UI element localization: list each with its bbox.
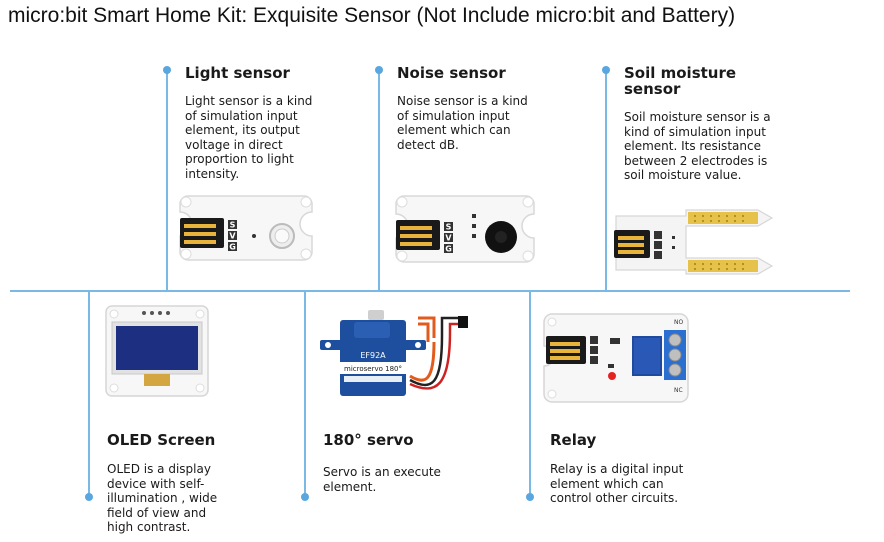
timeline-dot-soil: [602, 66, 610, 74]
svg-text:V: V: [229, 232, 236, 241]
noise-sensor-description: Noise sensor is a kind of simulation inp…: [397, 94, 528, 152]
soil-sensor-description: Soil moisture sensor is a kind of simula…: [624, 110, 771, 182]
timeline-dot-servo: [301, 493, 309, 501]
relay-description: Relay is a digital input element which c…: [550, 462, 684, 505]
light-sensor-description: Light sensor is a kind of simulation inp…: [185, 94, 313, 181]
timeline-dot-oled: [85, 493, 93, 501]
servo-name-label: microservo 180°: [344, 365, 402, 373]
servo-motor-icon: EF92A microservo 180°: [320, 310, 468, 396]
relay-no-label: NO: [674, 319, 683, 326]
svg-text:V: V: [445, 234, 452, 243]
relay-title: Relay: [550, 431, 597, 449]
oled-title: OLED Screen: [107, 431, 216, 449]
timeline-connector-soil: [605, 70, 607, 291]
light-sensor-title: Light sensor: [185, 64, 290, 82]
timeline-connector-noise: [378, 70, 380, 291]
timeline-horizontal-line: [10, 290, 850, 292]
timeline-dot-relay: [526, 493, 534, 501]
oled-description: OLED is a display device with self-illum…: [107, 462, 218, 534]
light-sensor-board-icon: S V G: [179, 195, 313, 261]
servo-model-label: EF92A: [360, 351, 386, 360]
timeline-dot-noise: [375, 66, 383, 74]
oled-screen-module-icon: [105, 305, 209, 397]
svg-text:S: S: [446, 223, 452, 232]
timeline-connector-oled: [88, 291, 90, 497]
timeline-dot-light: [163, 66, 171, 74]
timeline-connector-servo: [304, 291, 306, 497]
svg-text:S: S: [230, 221, 236, 230]
svg-text:G: G: [229, 243, 236, 252]
servo-description: Servo is an execute element.: [323, 465, 441, 494]
relay-nc-label: NC: [674, 387, 683, 394]
noise-sensor-board-icon: S V G: [395, 195, 535, 263]
soil-sensor-title: Soil moisture sensor: [624, 64, 737, 98]
timeline-connector-relay: [529, 291, 531, 497]
relay-module-icon: NO NC: [543, 313, 689, 403]
servo-title: 180° servo: [323, 431, 414, 449]
noise-sensor-title: Noise sensor: [397, 64, 506, 82]
timeline-connector-light: [166, 70, 168, 291]
svg-text:G: G: [445, 245, 452, 254]
soil-moisture-sensor-board-icon: [614, 209, 774, 275]
page-title: micro:bit Smart Home Kit: Exquisite Sens…: [8, 4, 736, 27]
